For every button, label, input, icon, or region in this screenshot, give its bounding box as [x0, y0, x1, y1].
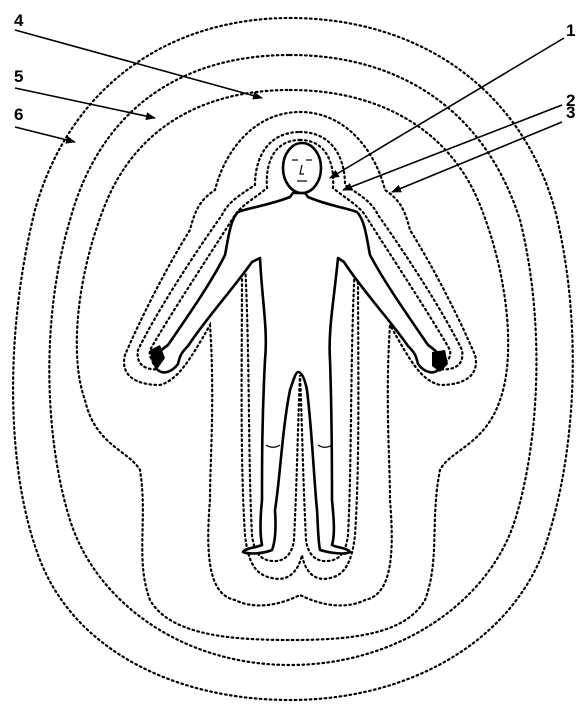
- label-1: 1: [566, 21, 575, 40]
- label-5: 5: [14, 67, 23, 86]
- human-body-outline: [155, 193, 442, 553]
- leader-line-5: [15, 88, 155, 118]
- label-4: 4: [14, 11, 24, 30]
- leader-line-3: [392, 122, 562, 192]
- leader-line-1: [330, 38, 564, 178]
- leader-line-6: [15, 127, 75, 142]
- label-6: 6: [14, 105, 23, 124]
- head: [283, 143, 321, 193]
- leader-line-4: [15, 30, 262, 98]
- label-3: 3: [566, 103, 575, 122]
